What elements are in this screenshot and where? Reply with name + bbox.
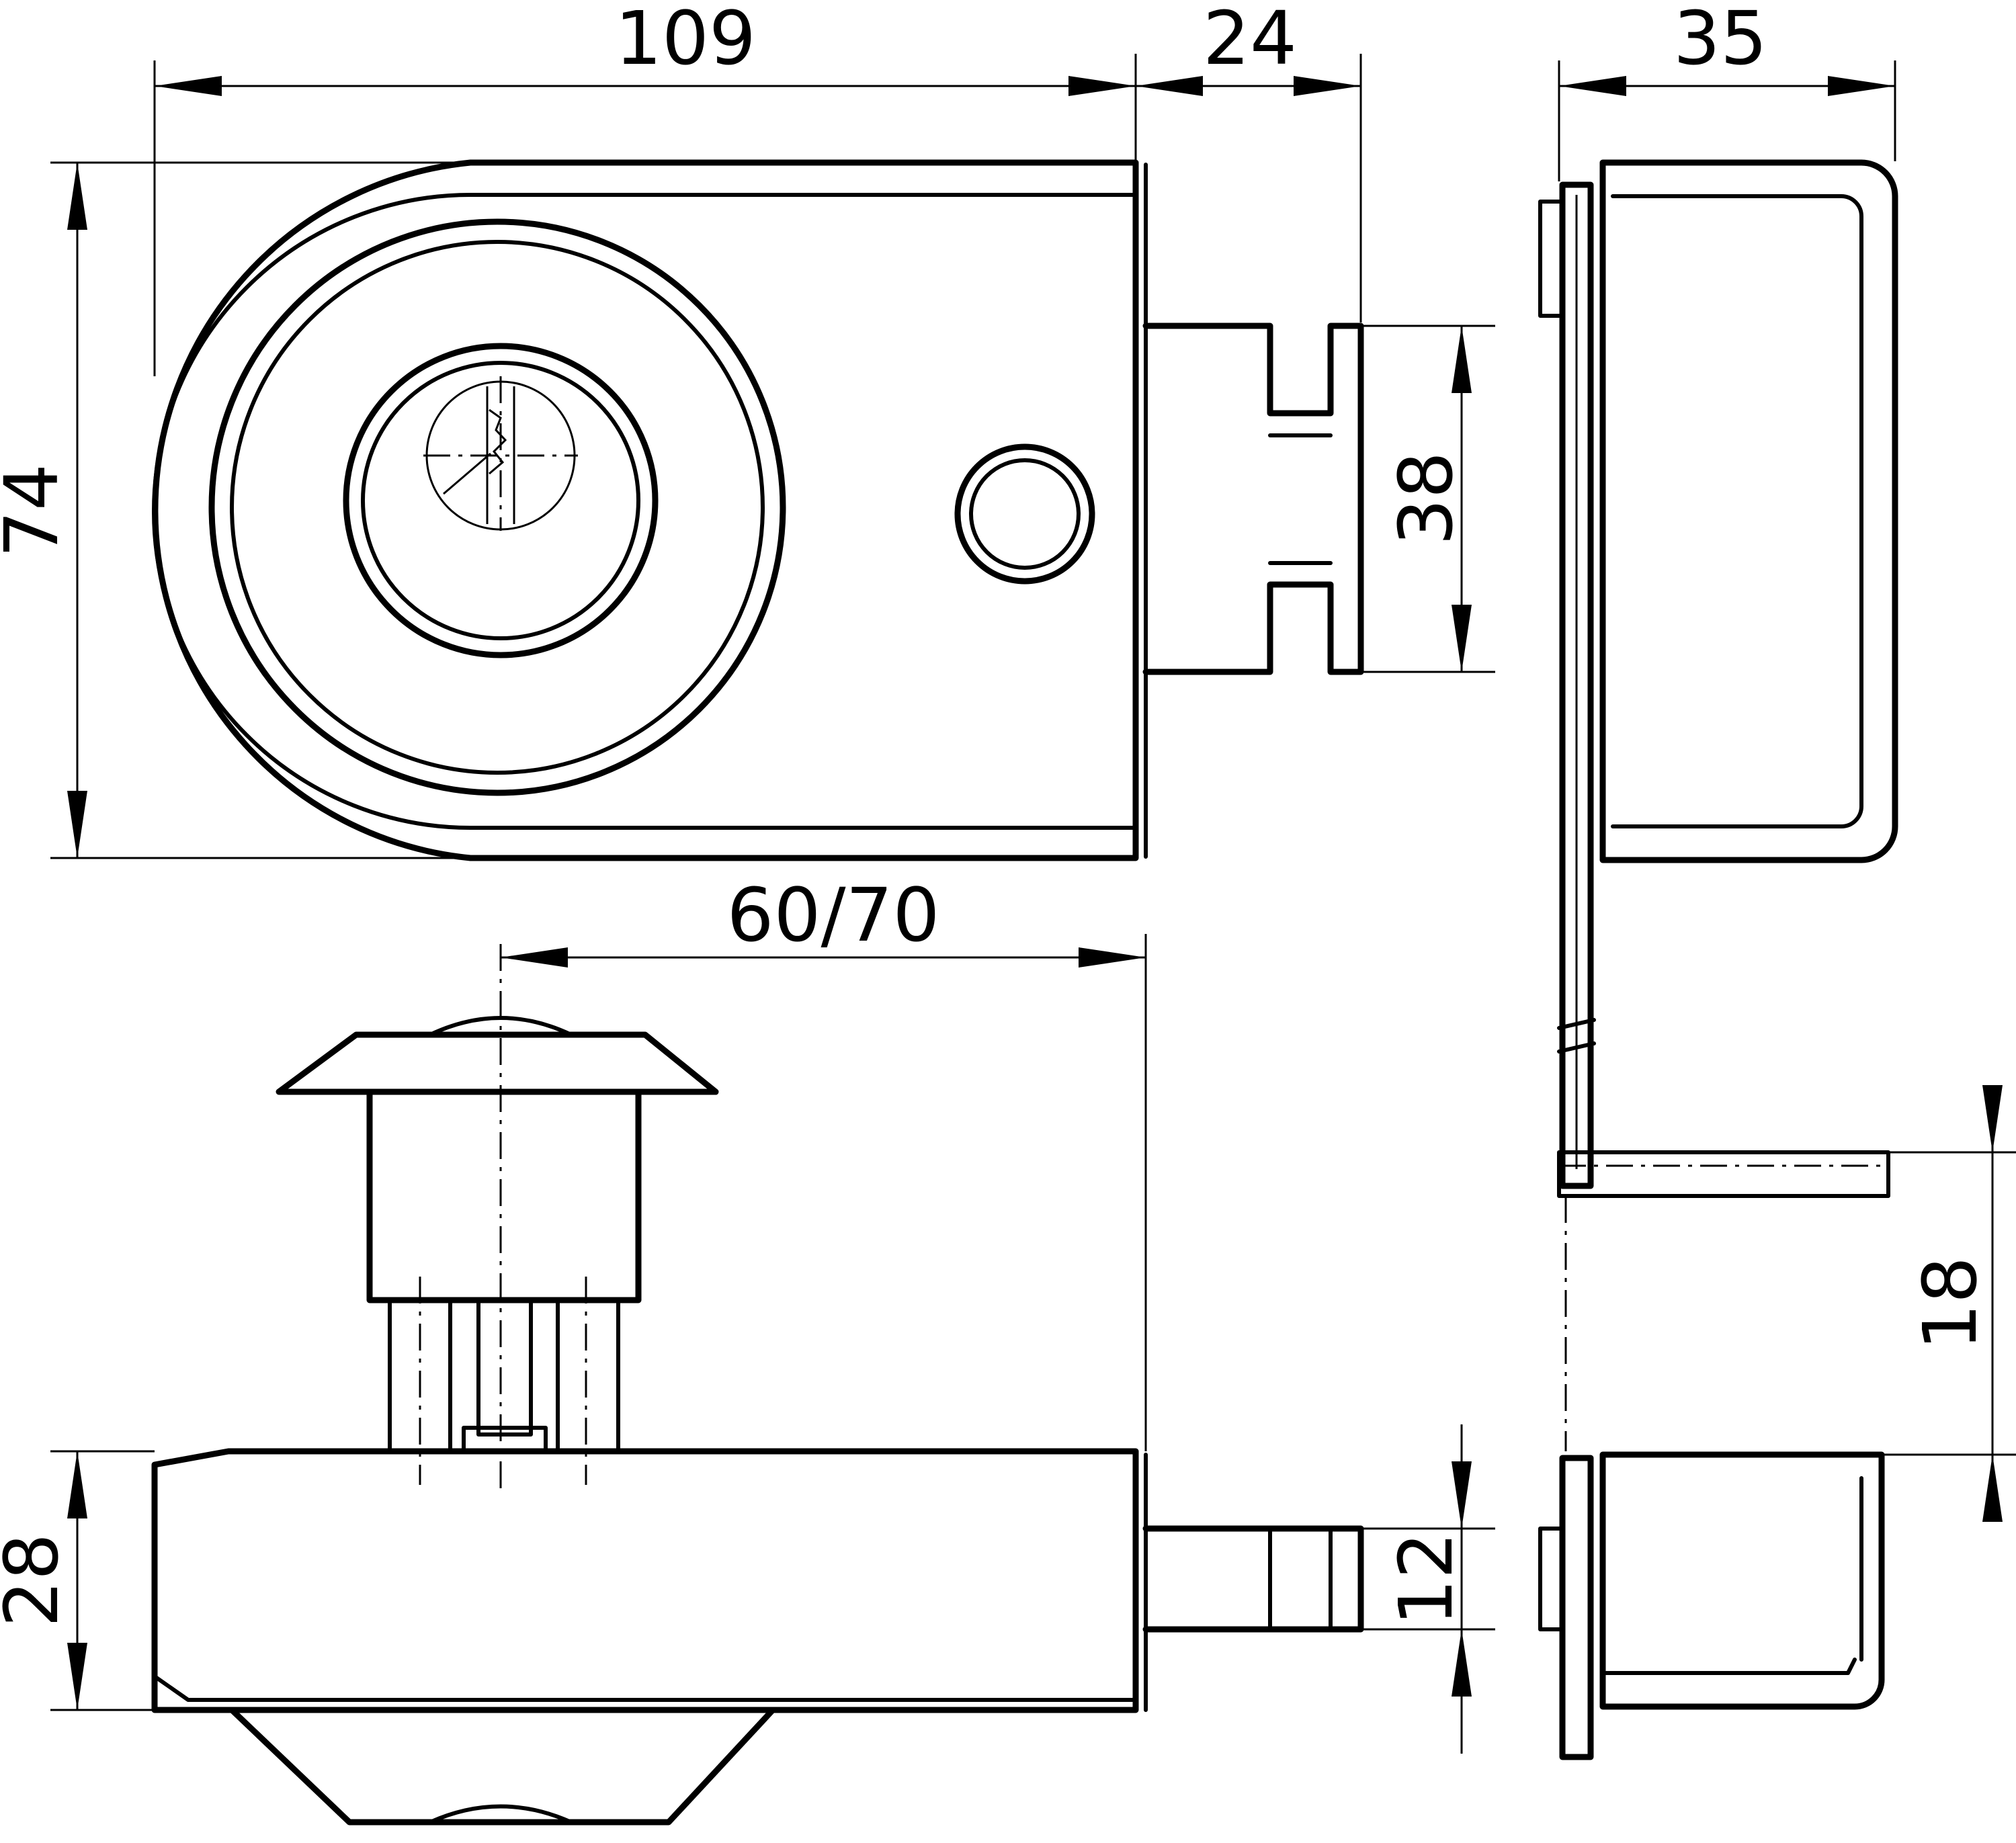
dim-label-35: 35 xyxy=(1673,0,1767,81)
side-view xyxy=(1538,159,1898,1189)
dim-label-38: 38 xyxy=(1383,452,1469,546)
section-lower-dome xyxy=(428,1804,573,1824)
side-plate-flange xyxy=(1538,200,1564,318)
section-case-body xyxy=(151,1448,1139,1713)
side-mounting-plate xyxy=(1559,181,1594,1189)
dim-label-18: 18 xyxy=(1907,1256,1993,1351)
side-section-case xyxy=(1599,1451,1885,1710)
dim-label-74: 74 xyxy=(0,464,75,558)
side-section-flange xyxy=(1538,1527,1564,1631)
section-spindle-base xyxy=(462,1426,548,1453)
side-section-inner xyxy=(1601,1476,1863,1675)
dim-label-28: 28 xyxy=(0,1533,75,1627)
dim-label-24: 24 xyxy=(1203,0,1297,81)
dimension-lines xyxy=(50,54,2016,1754)
dim-label-109: 109 xyxy=(615,0,756,81)
front-case-inner xyxy=(152,193,1138,830)
thumbturn-knob-outer xyxy=(954,443,1095,585)
section-bolt xyxy=(1142,1525,1364,1633)
side-case-outline xyxy=(1599,159,1898,863)
section-spindle-right xyxy=(556,1298,620,1453)
dimension-labels: 109 24 35 74 38 60/70 28 12 18 xyxy=(0,0,1993,1627)
side-case-inner xyxy=(1611,194,1863,828)
escutcheon-outer-ring xyxy=(208,218,786,796)
keyway-profile xyxy=(443,386,515,524)
keep-plate-top xyxy=(1557,1150,1890,1198)
section-escutcheon-cap xyxy=(276,1031,719,1095)
cylinder-inner-ring xyxy=(361,361,640,640)
front-bolt xyxy=(1142,323,1364,675)
side-section-plate xyxy=(1559,1455,1594,1760)
section-spindle-center xyxy=(476,1298,533,1437)
section-view xyxy=(151,944,1364,1826)
section-lower-escutcheon xyxy=(228,1707,776,1826)
dim-label-12: 12 xyxy=(1383,1532,1469,1626)
side-section-view xyxy=(1538,1150,1890,1760)
escutcheon-inner-ring xyxy=(230,240,765,775)
front-view xyxy=(152,159,1364,861)
section-case-inner xyxy=(153,1674,1138,1702)
dim-label-60-70: 60/70 xyxy=(726,872,939,958)
section-cylinder-body xyxy=(366,1088,642,1303)
cylinder-outer-ring xyxy=(343,343,659,658)
thumbturn-knob-inner xyxy=(969,458,1081,570)
